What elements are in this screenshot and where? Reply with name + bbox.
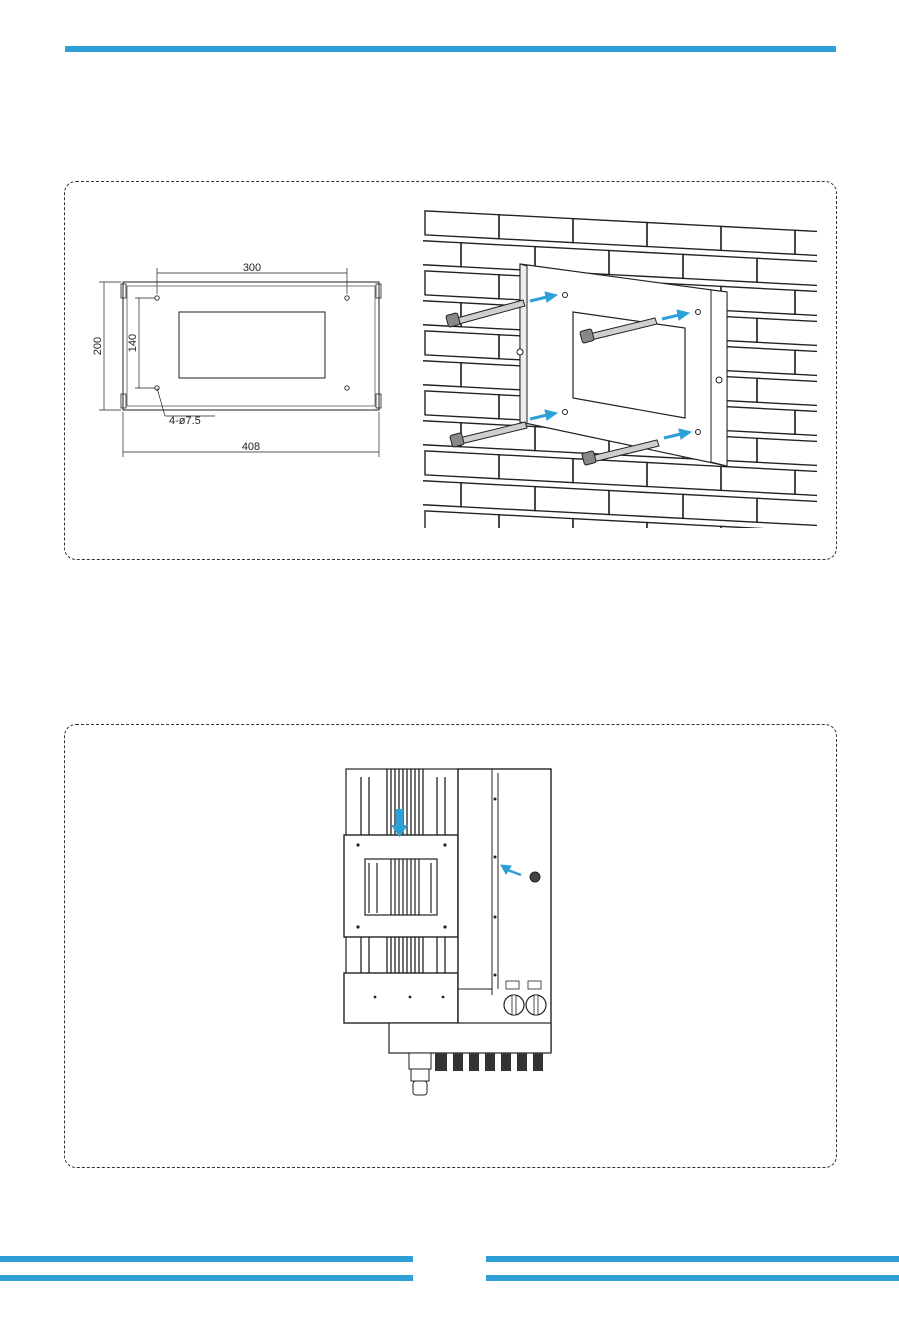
footer-left-bar-1: [0, 1256, 413, 1262]
inverter-hanging-illustration: [65, 725, 836, 1167]
footer-right-bar-1: [486, 1256, 899, 1262]
wall-mount-illustration: [65, 182, 836, 559]
footer-left-bar-2: [0, 1275, 413, 1281]
bracket-installation-panel: 300 408 200 140 4-ø7.5: [64, 181, 837, 560]
header-accent-bar: [65, 46, 836, 52]
footer-right-bar-2: [486, 1275, 899, 1281]
inverter-hanging-panel: [64, 724, 837, 1168]
